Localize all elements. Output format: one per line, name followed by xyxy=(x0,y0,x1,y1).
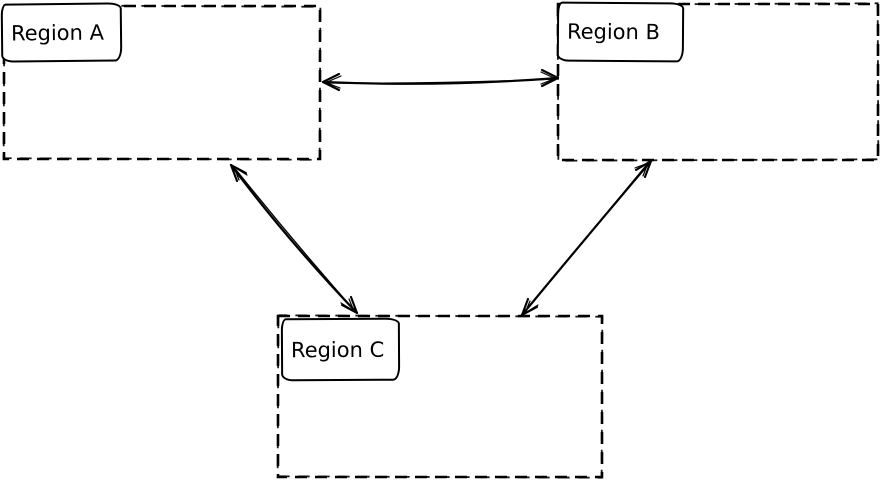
arrowhead-top-icon xyxy=(229,163,248,183)
region-a-label-box: Region A xyxy=(0,2,123,63)
arrowhead-bottom-echo-icon xyxy=(340,298,355,312)
region-a-border-sketch-echo xyxy=(2,4,322,161)
region-c-boundary xyxy=(276,314,604,479)
arrowhead-left-echo-icon xyxy=(325,75,342,89)
arrowhead-bottom-echo-icon xyxy=(524,300,539,314)
region-b-boundary xyxy=(556,2,880,162)
arrowhead-bottom-icon xyxy=(520,297,539,317)
arrow-b-c xyxy=(520,159,653,317)
arrowhead-right-echo-icon xyxy=(540,71,556,85)
arrow-a-c-line-echo xyxy=(232,165,356,312)
region-a-label: Region A xyxy=(10,20,105,46)
arrow-a-b xyxy=(321,68,560,92)
arrowhead-top-echo-icon xyxy=(634,162,649,177)
arrow-b-c-line-echo xyxy=(523,161,650,314)
region-c-label-box: Region C xyxy=(280,317,401,382)
arrowhead-left-icon xyxy=(321,72,341,92)
region-b-border-sketch-echo xyxy=(556,2,880,162)
arrow-a-b-line-echo xyxy=(323,78,557,84)
arrowhead-top-icon xyxy=(634,159,653,179)
arrowhead-right-icon xyxy=(540,68,560,88)
arrowhead-bottom-icon xyxy=(340,295,359,315)
region-c-border-sketch-echo xyxy=(276,314,604,479)
arrow-a-c xyxy=(229,163,359,315)
region-b-label-box: Region B xyxy=(556,1,685,63)
region-b-label: Region B xyxy=(566,19,661,45)
region-c-label: Region C xyxy=(290,337,385,362)
arrowhead-top-echo-icon xyxy=(233,166,248,181)
region-a-boundary xyxy=(2,4,322,161)
